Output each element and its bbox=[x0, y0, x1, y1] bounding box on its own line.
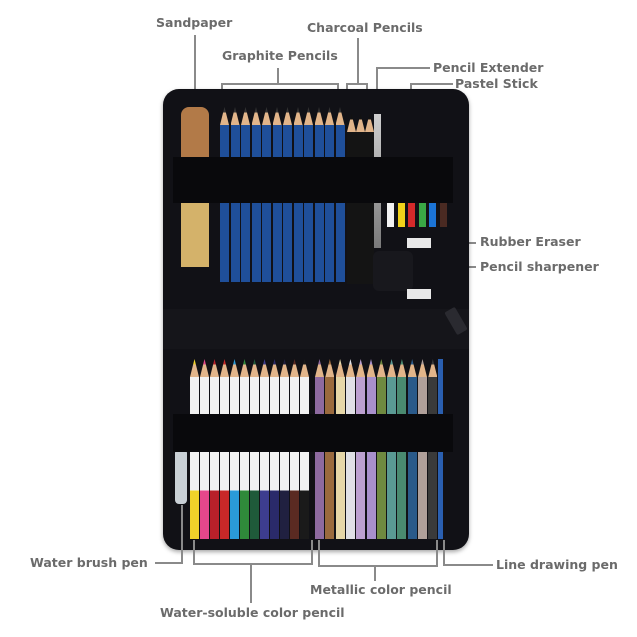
metallic-pencil bbox=[428, 359, 438, 539]
metallic-pencil bbox=[325, 359, 335, 539]
sandpaper-pad bbox=[181, 201, 209, 267]
label-pastel-stick: Pastel Stick bbox=[455, 76, 538, 91]
charcoal-pencil bbox=[356, 114, 365, 284]
label-graphite-pencils: Graphite Pencils bbox=[222, 48, 338, 63]
water-soluble-pencil bbox=[300, 359, 309, 539]
water-soluble-pencil bbox=[240, 359, 249, 539]
rubber-eraser-2 bbox=[407, 289, 431, 299]
water-soluble-pencil bbox=[270, 359, 279, 539]
label-line-drawing-pen: Line drawing pen bbox=[496, 557, 618, 572]
graphite-pencil bbox=[230, 107, 240, 282]
water-soluble-pencil bbox=[280, 359, 289, 539]
graphite-pencil bbox=[335, 107, 345, 282]
graphite-pencil bbox=[220, 107, 229, 282]
graphite-pencil bbox=[272, 107, 282, 282]
label-pencil-extender: Pencil Extender bbox=[433, 60, 544, 75]
label-water-brush-pen: Water brush pen bbox=[30, 555, 148, 570]
leader-met-stem bbox=[374, 567, 376, 581]
water-soluble-pencil bbox=[220, 359, 229, 539]
pencil-case bbox=[163, 89, 469, 550]
water-soluble-pencil bbox=[200, 359, 209, 539]
water-brush-pen bbox=[175, 449, 187, 504]
water-soluble-pencil bbox=[250, 359, 259, 539]
case-top-half bbox=[163, 89, 469, 309]
leader-charcoal-stem bbox=[357, 38, 359, 84]
charcoal-pencil bbox=[365, 114, 374, 284]
metallic-pencil bbox=[387, 359, 397, 539]
leader-met-left bbox=[318, 540, 320, 567]
metallic-pencil bbox=[366, 359, 376, 539]
graphite-pencil bbox=[283, 107, 292, 282]
pencil-sharpener bbox=[373, 251, 413, 291]
leader-ws-right bbox=[311, 540, 313, 565]
leader-extender-h bbox=[376, 67, 430, 69]
graphite-pencil bbox=[293, 107, 303, 282]
water-soluble-pencil bbox=[210, 359, 219, 539]
metallic-pencil bbox=[335, 359, 345, 539]
charcoal-pencil bbox=[347, 114, 356, 284]
label-sandpaper: Sandpaper bbox=[156, 15, 233, 30]
leader-ws-bar bbox=[193, 563, 313, 565]
leader-sandpaper bbox=[194, 35, 196, 130]
leader-pastel-h bbox=[410, 83, 453, 85]
water-soluble-pencil bbox=[260, 359, 269, 539]
graphite-pencil bbox=[325, 107, 334, 282]
water-soluble-pencil bbox=[190, 359, 199, 539]
graphite-pencil bbox=[314, 107, 324, 282]
leader-graphite-bar bbox=[221, 83, 339, 85]
metallic-pencil bbox=[418, 359, 427, 539]
label-water-soluble-color-pencil: Water-soluble color pencil bbox=[160, 605, 345, 620]
leader-met-bar bbox=[318, 565, 438, 567]
metallic-pencil bbox=[376, 359, 386, 539]
metallic-pencil bbox=[315, 359, 324, 539]
leader-water-brush-v bbox=[181, 505, 183, 563]
sandpaper-block bbox=[181, 107, 209, 163]
leader-graphite-stem bbox=[277, 68, 279, 83]
leader-ws-stem bbox=[250, 565, 252, 603]
bottom-elastic-strap bbox=[173, 414, 453, 452]
label-pencil-sharpener: Pencil sharpener bbox=[480, 259, 599, 274]
water-soluble-pencil bbox=[230, 359, 239, 539]
case-fold bbox=[163, 309, 469, 349]
leader-linepen-v bbox=[443, 540, 445, 565]
leader-met-right bbox=[436, 540, 438, 567]
leader-linepen-h bbox=[443, 564, 493, 566]
leader-charcoal-bar bbox=[346, 83, 368, 85]
graphite-pencil bbox=[304, 107, 313, 282]
metallic-pencil bbox=[407, 359, 417, 539]
label-rubber-eraser: Rubber Eraser bbox=[480, 234, 581, 249]
graphite-pencil bbox=[241, 107, 250, 282]
top-elastic-strap bbox=[173, 157, 453, 203]
metallic-pencil bbox=[356, 359, 366, 539]
metallic-pencil bbox=[345, 359, 355, 539]
metallic-pencil bbox=[397, 359, 407, 539]
leader-ws-left bbox=[193, 540, 195, 565]
label-metallic-color-pencil: Metallic color pencil bbox=[310, 582, 452, 597]
water-soluble-pencil bbox=[290, 359, 299, 539]
graphite-pencil bbox=[262, 107, 271, 282]
label-charcoal-pencils: Charcoal Pencils bbox=[307, 20, 423, 35]
leader-water-brush-h bbox=[155, 562, 183, 564]
graphite-pencil bbox=[251, 107, 261, 282]
rubber-eraser-1 bbox=[407, 238, 431, 248]
case-bottom-half bbox=[163, 349, 469, 549]
